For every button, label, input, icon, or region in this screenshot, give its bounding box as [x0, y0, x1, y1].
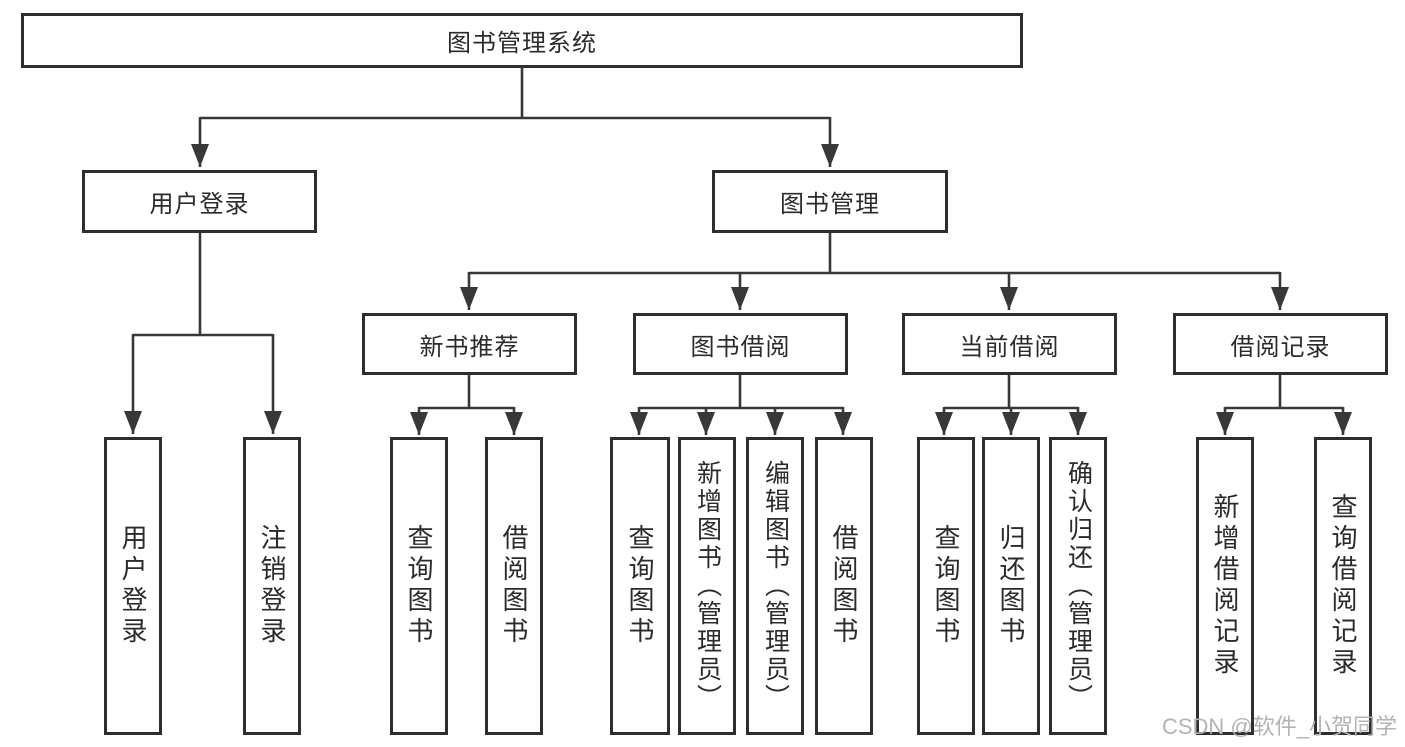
leaf-query-books-1: 查询图书: [390, 437, 448, 735]
leaf-label: 查询借阅记录: [1328, 493, 1358, 679]
leaf-confirm-return-admin: 确认归还（管理员）: [1049, 437, 1107, 735]
leaf-label: 归还图书: [996, 524, 1026, 648]
node-label: 图书管理: [780, 191, 880, 218]
leaf-return-book: 归还图书: [982, 437, 1040, 735]
leaf-logout: 注销登录: [243, 437, 301, 735]
leaf-label: 借阅图书: [499, 524, 529, 648]
leaf-label: 新增借阅记录: [1210, 493, 1240, 679]
connector-group: [124, 68, 1352, 435]
leaf-label: 借阅图书: [829, 524, 859, 648]
leaf-borrow-books-1: 借阅图书: [485, 437, 543, 735]
node-label: 图书借阅: [690, 333, 791, 361]
csdn-watermark: CSDN @软件_小贺同学: [1161, 714, 1397, 739]
leaf-borrow-books-2: 借阅图书: [815, 437, 873, 735]
node-new-book-recommendation: 新书推荐: [362, 313, 577, 375]
leaf-query-books-3: 查询图书: [917, 437, 975, 735]
leaf-label: 用户登录: [118, 524, 148, 648]
leaf-add-book-admin: 新增图书（管理员）: [678, 437, 736, 735]
node-borrowing-records: 借阅记录: [1173, 313, 1388, 375]
leaf-label: 确认归还（管理员）: [1064, 460, 1093, 712]
leaf-query-books-2: 查询图书: [610, 437, 670, 735]
node-book-management: 图书管理: [712, 170, 948, 233]
leaf-label: 查询图书: [404, 524, 434, 648]
leaf-label: 查询图书: [931, 524, 961, 648]
leaf-query-borrow-record: 查询借阅记录: [1314, 437, 1372, 735]
node-current-borrowing: 当前借阅: [902, 313, 1117, 375]
leaf-label: 注销登录: [257, 524, 287, 648]
leaf-label: 新增图书（管理员）: [693, 460, 722, 712]
node-label: 当前借阅: [959, 333, 1060, 361]
leaf-add-borrow-record: 新增借阅记录: [1196, 437, 1254, 735]
leaf-user-login: 用户登录: [104, 437, 162, 735]
leaf-label: 查询图书: [625, 524, 655, 648]
node-user-login: 用户登录: [82, 170, 317, 233]
node-label: 图书管理系统: [447, 30, 597, 57]
leaf-edit-book-admin: 编辑图书（管理员）: [746, 437, 804, 735]
node-library-management-system: 图书管理系统: [21, 13, 1023, 68]
leaf-label: 编辑图书（管理员）: [761, 460, 790, 712]
node-label: 用户登录: [149, 191, 250, 218]
node-label: 借阅记录: [1230, 333, 1331, 361]
node-book-borrowing: 图书借阅: [633, 313, 848, 375]
node-label: 新书推荐: [419, 333, 520, 361]
